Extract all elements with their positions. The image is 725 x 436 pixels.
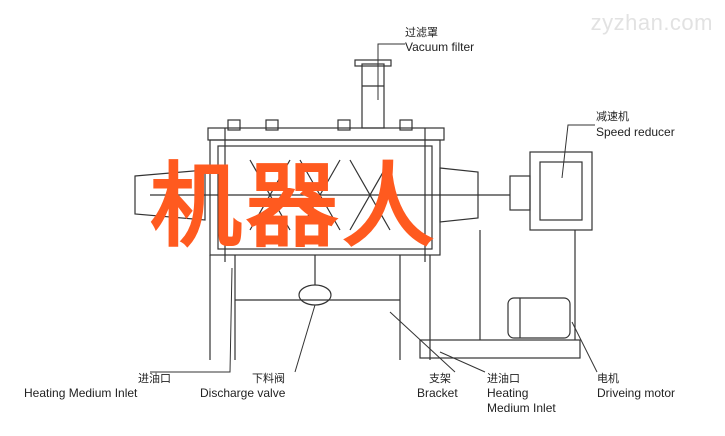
leader-motor: [571, 321, 598, 373]
bracket-zh: 支架: [429, 372, 451, 385]
leader-bracket: [389, 311, 456, 373]
overlay-title: 机器人: [150, 153, 439, 260]
leader-speed-reducer: [561, 124, 595, 179]
nozzle-3: [337, 119, 351, 131]
left-bearing: [134, 169, 206, 221]
leader-lines: [150, 43, 598, 373]
speed-reducer-box: [529, 151, 593, 231]
heating-inlet-right-zh: 进油口: [487, 372, 520, 385]
heating-inlet-right-en-2: Medium Inlet: [487, 401, 556, 415]
motor-zh: 电机: [597, 372, 619, 385]
reducer-stand: [479, 230, 576, 340]
coupling: [509, 175, 531, 211]
discharge-valve-en: Discharge valve: [200, 386, 286, 400]
heating-inlet-left-zh: 进油口: [138, 372, 171, 385]
discharge-valve-zh: 下料阀: [252, 372, 285, 385]
nozzle-2: [265, 119, 279, 131]
filter-cap: [354, 59, 392, 67]
heating-inlet-right-en-1: Heating: [487, 386, 529, 400]
leader-heating-right: [439, 351, 486, 373]
base-frame: [419, 339, 581, 359]
motor-body: [507, 297, 571, 339]
vacuum-filter-en: Vacuum filter: [405, 40, 475, 54]
discharge-valve-shape: [298, 284, 332, 306]
speed-reducer-en: Speed reducer: [596, 125, 675, 139]
speed-reducer-inner: [539, 161, 583, 221]
right-end-cap: [439, 167, 479, 223]
bracket-en: Bracket: [417, 386, 458, 400]
leader-heating-left: [150, 267, 233, 373]
filter-column: [361, 63, 385, 129]
heating-inlet-left-en: Heating Medium Inlet: [24, 386, 138, 400]
leader-vacuum-filter: [377, 43, 405, 100]
nozzle-4: [399, 119, 413, 131]
top-flange: [207, 127, 445, 141]
speed-reducer-zh: 减速机: [596, 110, 629, 123]
watermark: zyzhan.com: [590, 10, 713, 35]
drum-inner: [217, 145, 433, 250]
nozzle-1: [227, 119, 241, 131]
support-legs: [209, 255, 431, 360]
leader-discharge: [294, 304, 316, 373]
vacuum-filter-zh: 过滤罩: [405, 26, 438, 39]
motor-en: Driveing motor: [597, 386, 676, 400]
